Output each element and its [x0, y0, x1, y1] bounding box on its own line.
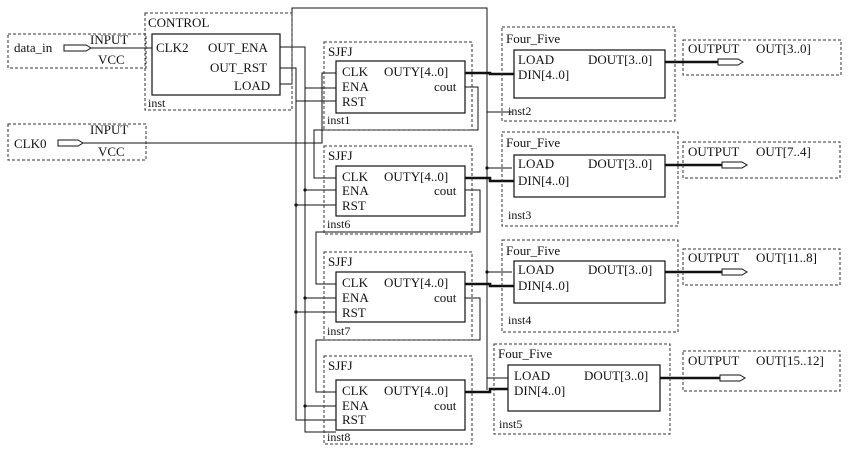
input-data-in-vcc: VCC	[98, 52, 125, 67]
sjfj-rst: RST	[342, 412, 366, 427]
sjfj-cout: cout	[434, 290, 457, 305]
output-port-icon	[719, 374, 746, 382]
control-title: CONTROL	[148, 15, 209, 30]
sjfj-instance: inst8	[327, 430, 350, 444]
four-five-din: DIN[4..0]	[518, 67, 569, 82]
four-five-dout: DOUT[3..0]	[584, 368, 648, 383]
sjfj-cout: cout	[434, 79, 457, 94]
output-pin-name: OUT[3..0]	[756, 41, 811, 56]
input-clk0-name: CLK0	[14, 136, 47, 151]
output-pin-type: OUTPUT	[688, 353, 739, 368]
input-data-in: INPUT VCC data_in	[7, 32, 147, 69]
sjfj-cout: cout	[434, 183, 457, 198]
sjfj-block: SJFJ CLK OUTY[4..0] ENA cout RST inst1	[323, 41, 473, 131]
four-five-load: LOAD	[518, 156, 554, 171]
control-out-rst: OUT_RST	[210, 60, 267, 75]
four-five-block: Four_Five LOAD DOUT[3..0] DIN[4..0] inst…	[501, 26, 676, 122]
input-clk0-type: INPUT	[90, 122, 128, 137]
sjfj-clk: CLK	[342, 275, 369, 290]
four-five-instance: inst4	[508, 313, 531, 327]
four-five-din: DIN[4..0]	[518, 278, 569, 293]
output-pin-name: OUT[7..4]	[756, 144, 811, 159]
input-data-in-type: INPUT	[90, 32, 128, 47]
input-clk0: INPUT VCC CLK0	[7, 122, 147, 161]
output-pin: OUTPUT OUT[15..12]	[682, 350, 841, 392]
sjfj-title: SJFJ	[328, 254, 353, 269]
control-clk-pin: CLK2	[156, 40, 189, 55]
control-instance: inst	[148, 96, 166, 110]
four-five-load: LOAD	[518, 262, 554, 277]
input-clk0-vcc: VCC	[98, 144, 125, 159]
four-five-instance: inst3	[508, 208, 531, 222]
sjfj-outy: OUTY[4..0]	[384, 383, 448, 398]
output-pin-name: OUT[11..8]	[756, 250, 817, 265]
four-five-title: Four_Five	[506, 243, 560, 258]
output-port-icon	[717, 58, 744, 66]
sjfj-instance: inst6	[327, 217, 350, 231]
sjfj-ena: ENA	[342, 79, 369, 94]
sjfj-outy: OUTY[4..0]	[384, 169, 448, 184]
four-five-title: Four_Five	[506, 31, 560, 46]
sjfj-clk: CLK	[342, 64, 369, 79]
output-pin-name: OUT[15..12]	[756, 353, 824, 368]
sjfj-title: SJFJ	[328, 44, 353, 59]
sjfj-ena: ENA	[342, 290, 369, 305]
sjfj-title: SJFJ	[328, 358, 353, 373]
sjfj-outy: OUTY[4..0]	[384, 64, 448, 79]
four-five-instance: inst2	[508, 104, 531, 118]
four-five-dout: DOUT[3..0]	[588, 262, 652, 277]
output-pin: OUTPUT OUT[7..4]	[682, 141, 841, 179]
output-pin-type: OUTPUT	[688, 144, 739, 159]
four-five-dout: DOUT[3..0]	[588, 156, 652, 171]
sjfj-title: SJFJ	[328, 148, 353, 163]
output-port-icon	[721, 268, 748, 276]
four-five-din: DIN[4..0]	[518, 173, 569, 188]
four-five-block: Four_Five LOAD DOUT[3..0] DIN[4..0] inst…	[501, 239, 679, 333]
four-five-title: Four_Five	[498, 346, 552, 361]
sjfj-outy: OUTY[4..0]	[384, 275, 448, 290]
control-load: LOAD	[234, 78, 270, 93]
sjfj-ena: ENA	[342, 398, 369, 413]
four-five-load: LOAD	[518, 52, 554, 67]
input-port-icon	[63, 44, 92, 52]
four-five-title: Four_Five	[506, 135, 560, 150]
sjfj-ena: ENA	[342, 183, 369, 198]
four-five-instance: inst5	[499, 417, 522, 431]
sjfj-rst: RST	[342, 94, 366, 109]
sjfj-block: SJFJ CLK OUTY[4..0] ENA cout RST inst8	[323, 355, 473, 445]
sjfj-block: SJFJ CLK OUTY[4..0] ENA cout RST inst7	[323, 251, 473, 341]
output-pin: OUTPUT OUT[11..8]	[682, 248, 841, 286]
four-five-dout: DOUT[3..0]	[588, 52, 652, 67]
input-data-in-name: data_in	[14, 40, 53, 55]
control-out-ena: OUT_ENA	[208, 40, 269, 55]
input-port-icon	[57, 139, 84, 147]
sjfj-rst: RST	[342, 305, 366, 320]
output-pin-type: OUTPUT	[688, 41, 739, 56]
four-five-block: Four_Five LOAD DOUT[3..0] DIN[4..0] inst…	[493, 343, 671, 435]
output-pin-type: OUTPUT	[688, 250, 739, 265]
sjfj-instance: inst1	[327, 113, 350, 127]
sjfj-cout: cout	[434, 398, 457, 413]
sjfj-instance: inst7	[327, 324, 350, 338]
sjfj-clk: CLK	[342, 383, 369, 398]
four-five-block: Four_Five LOAD DOUT[3..0] DIN[4..0] inst…	[501, 131, 679, 227]
sjfj-clk: CLK	[342, 169, 369, 184]
four-five-load: LOAD	[514, 368, 550, 383]
output-port-icon	[721, 161, 748, 169]
control-block: CONTROL CLK2 OUT_ENA OUT_RST LOAD inst	[144, 12, 293, 111]
sjfj-rst: RST	[342, 198, 366, 213]
junction-dots	[294, 166, 489, 408]
sjfj-block: SJFJ CLK OUTY[4..0] ENA cout RST inst6	[323, 145, 473, 235]
four-five-din: DIN[4..0]	[514, 383, 565, 398]
output-pin: OUTPUT OUT[3..0]	[682, 39, 842, 76]
